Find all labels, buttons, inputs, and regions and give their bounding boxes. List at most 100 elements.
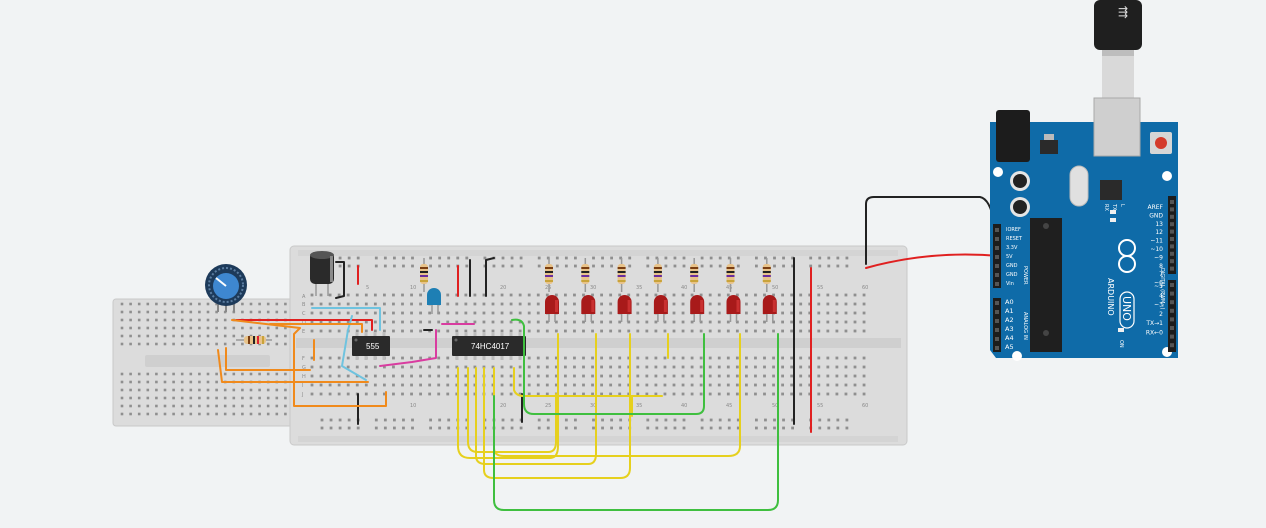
- ic-555-pins: [355, 332, 386, 360]
- wire-red-5v[interactable]: [865, 253, 1001, 269]
- digital-pin-label: ~9: [1154, 254, 1163, 261]
- ic-4017-pins: [455, 332, 522, 360]
- digital-pin-label: RX←0: [1146, 330, 1163, 337]
- power-pin-label: GND: [1006, 263, 1018, 269]
- digital-header-upper[interactable]: [1168, 196, 1176, 274]
- wire-yellow[interactable]: [483, 333, 631, 479]
- column-number: 40: [681, 403, 687, 409]
- digital-pin-label: 2: [1159, 311, 1163, 318]
- resistor-led-blue[interactable]: [420, 258, 428, 292]
- resistor-led[interactable]: [690, 258, 699, 292]
- wire-green[interactable]: [511, 318, 705, 415]
- analog-pin-label: A0: [1005, 298, 1014, 306]
- arduino-uno[interactable]: ⇶ A: [990, 0, 1178, 361]
- wires: [217, 196, 1001, 511]
- wire-green[interactable]: [493, 333, 779, 511]
- digital-pin-label: GND: [1149, 212, 1163, 219]
- column-number: 60: [862, 403, 868, 409]
- led-red[interactable]: [690, 295, 705, 322]
- row-letter: I: [302, 383, 303, 389]
- analog-pin-label: A2: [1005, 316, 1014, 324]
- column-number: 50: [772, 403, 778, 409]
- led-red[interactable]: [762, 295, 777, 322]
- ic-74hc4017[interactable]: 74HC4017: [452, 332, 526, 360]
- wire-orange[interactable]: [269, 323, 363, 333]
- led-red[interactable]: [726, 295, 741, 322]
- usb-cable[interactable]: ⇶: [1094, 0, 1142, 98]
- column-number: 10: [410, 403, 416, 409]
- analog-header[interactable]: [993, 298, 1001, 352]
- column-number: 30: [590, 285, 596, 291]
- resistor-led[interactable]: [762, 258, 771, 292]
- resistor-led[interactable]: [545, 258, 553, 292]
- digital-pin-label: TX→1: [1145, 320, 1163, 327]
- wire-orange[interactable]: [217, 349, 369, 383]
- rx-label: RX: [1103, 204, 1109, 211]
- power-header-label: POWER: [1022, 266, 1028, 285]
- column-number: 45: [726, 403, 732, 409]
- column-number: 5: [366, 285, 369, 291]
- resistor-led[interactable]: [581, 258, 590, 292]
- led-blue[interactable]: [427, 288, 441, 314]
- column-number: 20: [500, 285, 506, 291]
- column-number: 10: [410, 285, 416, 291]
- wire-red[interactable]: [235, 319, 373, 331]
- on-label: ON: [1118, 340, 1124, 348]
- led-red[interactable]: [617, 295, 632, 322]
- column-number: 25: [545, 403, 551, 409]
- digital-pin-label: ~6: [1154, 280, 1163, 287]
- arduino-logo: [1118, 239, 1136, 273]
- row-letter: A: [302, 294, 306, 300]
- wire-yellow[interactable]: [457, 333, 559, 459]
- resistor-led[interactable]: [726, 258, 735, 292]
- wire-black[interactable]: [485, 257, 495, 297]
- wire-black[interactable]: [335, 261, 345, 299]
- digital-pin-label: 8: [1159, 263, 1163, 270]
- digital-header-lower[interactable]: [1168, 280, 1176, 352]
- digital-header-label: DIGITAL (PWM~): [1159, 268, 1165, 310]
- resistor-led[interactable]: [653, 258, 662, 292]
- power-pin-label: Vin: [1006, 281, 1014, 287]
- wire-cyan[interactable]: [311, 307, 381, 331]
- digital-pin-label: 7: [1159, 271, 1163, 278]
- l-label: L: [1119, 204, 1125, 207]
- power-pin-label: 3.3V: [1006, 245, 1018, 251]
- analog-pin-label: A1: [1005, 307, 1014, 315]
- row-letter: G: [302, 365, 306, 371]
- column-number: 40: [681, 285, 687, 291]
- wire-yellow[interactable]: [475, 333, 597, 465]
- digital-pin-label: 12: [1155, 229, 1163, 236]
- digital-pin-label: 13: [1155, 221, 1163, 228]
- resistor-timing[interactable]: [236, 336, 272, 344]
- digital-pin-label: ~3: [1154, 302, 1163, 309]
- power-pin-label: IOREF: [1006, 227, 1021, 233]
- wire-yellow[interactable]: [467, 367, 557, 453]
- small-breadboard[interactable]: [112, 298, 314, 427]
- ic-555[interactable]: 555: [352, 332, 390, 360]
- ic-4017-label: 74HC4017: [471, 342, 510, 351]
- wire-magenta[interactable]: [379, 329, 437, 367]
- digital-pin-label: AREF: [1147, 204, 1163, 211]
- led-red[interactable]: [581, 295, 596, 322]
- analog-pin-label: A5: [1005, 343, 1014, 351]
- row-letter: H: [302, 374, 306, 380]
- column-number: 55: [817, 403, 823, 409]
- potentiometer[interactable]: [205, 264, 247, 312]
- atmega-chip: [1030, 218, 1062, 352]
- electrolytic-capacitor[interactable]: [310, 251, 334, 296]
- column-number: 50: [772, 285, 778, 291]
- led-red[interactable]: [653, 295, 668, 322]
- pin-labels: IOREFRESET3.3V5VGNDGNDVinA0A1A2A3A4A5ARE…: [995, 200, 1174, 351]
- resistor-led[interactable]: [617, 258, 626, 292]
- column-number: 60: [862, 285, 868, 291]
- row-letter: E: [302, 329, 305, 335]
- tx-label: TX: [1111, 203, 1117, 211]
- digital-pin-label: ~5: [1154, 283, 1163, 290]
- reset-button[interactable]: [1155, 137, 1167, 149]
- column-number: 20: [500, 403, 506, 409]
- digital-pin-label: ~10: [1150, 246, 1163, 253]
- column-number: 35: [636, 403, 642, 409]
- led-red[interactable]: [545, 295, 559, 322]
- wire-orange[interactable]: [225, 347, 311, 371]
